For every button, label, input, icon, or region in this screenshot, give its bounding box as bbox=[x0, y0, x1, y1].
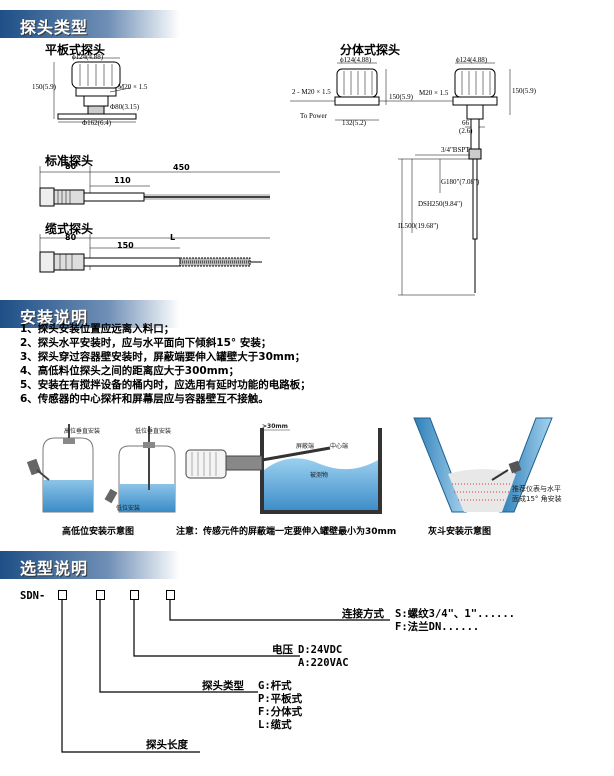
section-header-probe-types: 探头类型 bbox=[0, 10, 180, 38]
tank-install-figure bbox=[26, 424, 176, 513]
probe-opt-l: L:缆式 bbox=[258, 719, 292, 731]
standard-dim-1: 80 bbox=[65, 162, 77, 171]
split-dim-width: 132(5.2) bbox=[342, 119, 366, 127]
tank-label-side: 低位安装 bbox=[116, 505, 141, 512]
voltage-opt-d: D:24VDC bbox=[298, 644, 343, 656]
hopper-note-1: 推荐仪表与水平 bbox=[512, 485, 561, 493]
probe-length-label: 探头长度 bbox=[146, 739, 188, 751]
split-probe-title: 分体式探头 bbox=[340, 43, 401, 57]
section-header-installation: 安装说明 bbox=[0, 300, 180, 328]
instruction-4: 4、高低料位探头之间的距离应大于300mm； bbox=[20, 365, 240, 377]
connection-opt-f: F:法兰DN...... bbox=[395, 621, 480, 633]
probe-opt-f: F:分体式 bbox=[258, 706, 303, 718]
cable-probe-title: 缆式探头 bbox=[45, 222, 94, 236]
figure-caption-1: 高低位安装示意图 bbox=[62, 527, 135, 537]
figure-caption-2: 注意：传感元件的屏蔽端一定要伸入罐壁最小为30mm bbox=[176, 527, 397, 537]
flat-dim-thread: M20 × 1.5 bbox=[118, 83, 148, 91]
flat-dim-height: 150(5.9) bbox=[32, 83, 56, 91]
instruction-2: 2、探头水平安装时，应与水平面向下倾斜15° 安装； bbox=[20, 337, 272, 349]
split-dim-to-power: To Power bbox=[300, 112, 327, 120]
split-dim-neck: 66 bbox=[462, 119, 469, 127]
selection-connector-lines bbox=[61, 600, 390, 753]
header-bar bbox=[0, 300, 180, 328]
split-dim-dsh: DSH250(9.84") bbox=[418, 200, 463, 208]
split-dim-d-top1: ϕ124(4.88) bbox=[340, 56, 372, 64]
wall-label-gt30: >30mm bbox=[262, 423, 288, 430]
standard-probe-title: 标准探头 bbox=[45, 154, 94, 168]
flat-probe-title: 平板式探头 bbox=[45, 43, 106, 57]
flat-probe-drawing bbox=[53, 57, 137, 123]
section-title: 选型说明 bbox=[20, 559, 89, 578]
split-dim-height2: 150(5.9) bbox=[512, 87, 536, 95]
standard-dim-2: 110 bbox=[114, 176, 131, 185]
voltage-label: 电压 bbox=[272, 644, 293, 656]
split-probe-drawing bbox=[290, 62, 511, 296]
split-dim-height1: 150(5.9) bbox=[389, 93, 413, 101]
voltage-opt-a: A:220VAC bbox=[298, 657, 349, 669]
figure-caption-3: 灰斗安装示意图 bbox=[428, 527, 492, 537]
instruction-6: 6、传感器的中心探杆和屏幕层应与容器壁互不接触。 bbox=[20, 393, 269, 405]
cable-probe-drawing bbox=[39, 234, 270, 273]
model-box-3 bbox=[130, 590, 139, 600]
hopper-note-2: 面成15° 角安装 bbox=[512, 495, 562, 503]
cable-dim-3: L bbox=[170, 233, 176, 242]
flat-dim-d-top: ϕ124(4.88) bbox=[72, 53, 104, 61]
hopper-install-figure bbox=[413, 417, 553, 513]
model-box-2 bbox=[96, 590, 105, 600]
split-dim-g: G180"(7.08") bbox=[441, 178, 480, 186]
section-title: 安装说明 bbox=[20, 308, 89, 327]
split-dim-il: IL500(19.68") bbox=[398, 222, 439, 230]
wall-label-shield: 屏蔽端 bbox=[296, 443, 315, 450]
split-dim-thread2: M20 × 1.5 bbox=[419, 89, 449, 97]
standard-dim-3: 450 bbox=[173, 163, 190, 172]
instruction-5: 5、安装在有搅拌设备的桶内时，应选用有延时功能的电路板； bbox=[20, 379, 311, 391]
model-box-4 bbox=[166, 590, 175, 600]
split-dim-d-top2: ϕ124(4.88) bbox=[456, 56, 488, 64]
probe-opt-p: P:平板式 bbox=[258, 693, 303, 705]
split-dim-thread1: 2 - M20 × 1.5 bbox=[292, 88, 331, 96]
wall-install-figure bbox=[185, 428, 382, 514]
flat-dim-d-inner: Φ80(3.15) bbox=[110, 103, 140, 111]
tank-label-high: 高位垂直安装 bbox=[64, 428, 101, 435]
tank-label-low: 低位垂直安装 bbox=[135, 428, 172, 435]
probe-type-label: 探头类型 bbox=[202, 680, 244, 692]
section-title: 探头类型 bbox=[20, 18, 89, 37]
probe-opt-g: G:杆式 bbox=[258, 680, 292, 692]
split-dim-neck-in: (2.6) bbox=[459, 127, 473, 135]
model-prefix: SDN- bbox=[20, 590, 46, 602]
model-box-1 bbox=[58, 590, 67, 600]
wall-label-medium: 被测物 bbox=[310, 472, 329, 479]
instruction-3: 3、探头穿过容器壁安装时，屏蔽端要伸入罐壁大于30mm； bbox=[20, 351, 306, 363]
header-bar bbox=[0, 10, 180, 38]
section-header-selection: 选型说明 bbox=[0, 551, 180, 579]
wall-label-center: 中心端 bbox=[330, 443, 349, 450]
cable-dim-1: 80 bbox=[65, 233, 77, 242]
instruction-1: 1、探头安装位置应远离入料口； bbox=[20, 323, 175, 335]
split-dim-pipe: 3/4"BSPT bbox=[441, 146, 470, 154]
connection-opt-s: S:螺纹3/4"、1"...... bbox=[395, 608, 516, 620]
flat-dim-d-plate: Φ162(6.4) bbox=[82, 119, 112, 127]
cable-dim-2: 150 bbox=[117, 241, 134, 250]
connection-label: 连接方式 bbox=[342, 608, 384, 620]
standard-probe-drawing bbox=[39, 166, 280, 207]
header-bar bbox=[0, 551, 180, 579]
